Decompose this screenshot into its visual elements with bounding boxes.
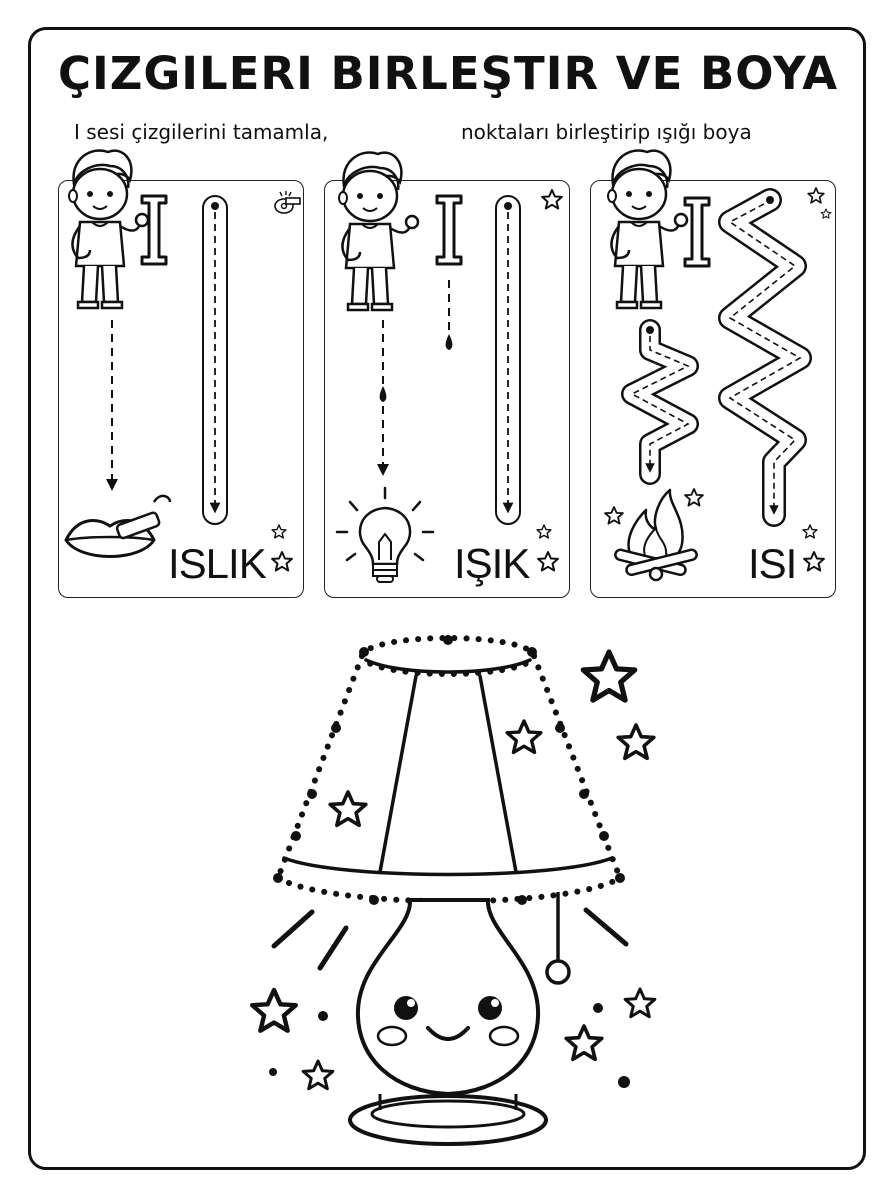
star-icon (820, 208, 832, 219)
star-icon (537, 551, 559, 572)
drop-marker (379, 386, 387, 402)
letter-i-icon (140, 194, 168, 266)
boy-illustration (67, 149, 150, 310)
star-icon (604, 506, 624, 525)
star-icon (541, 189, 563, 210)
star-icon (271, 551, 293, 572)
whistle-icon (274, 191, 301, 214)
page-title: ÇIZGILERI BIRLEŞTIR VE BOYA (57, 47, 839, 100)
star-icon (271, 524, 287, 539)
lamp-dots (273, 635, 625, 911)
lamp-sparkle-dots (269, 1003, 630, 1088)
instruction-trace: I sesi çizgilerini tamamla, (74, 120, 329, 144)
trace-card-islik (58, 180, 304, 598)
worksheet-frame (28, 27, 866, 1170)
trace-card-isik (324, 180, 570, 598)
lamp-face (376, 996, 520, 1047)
lamp-dotted-outline (275, 635, 623, 905)
lips-whistle-picture (64, 494, 172, 558)
drop-marker (445, 334, 453, 350)
instruction-connect-dots: noktaları birleştirip ışığı boya (461, 120, 752, 144)
light-rays (271, 907, 629, 971)
trace-track-straight-1 (202, 195, 228, 525)
star-icon (802, 524, 818, 539)
star-icon (536, 524, 552, 539)
lamp-pull-chain (545, 892, 571, 985)
boy-illustration (606, 149, 689, 310)
trace-card-isi (590, 180, 836, 598)
lamp-base (348, 898, 548, 1146)
campfire-picture (614, 488, 698, 582)
boy-pointing-illustration (337, 151, 420, 312)
letter-i-icon (683, 196, 711, 268)
letter-i-icon (435, 194, 463, 266)
star-icon (807, 187, 825, 204)
word-isi: ISI (748, 540, 796, 587)
trace-track-zigzag-small (621, 319, 699, 485)
trace-track-zigzag-large (718, 188, 812, 527)
star-icon (684, 488, 704, 507)
star-icon (803, 551, 825, 572)
lamp-shade-lines (282, 658, 614, 877)
light-bulb-picture (335, 486, 435, 583)
word-isik: IŞIK (454, 540, 530, 587)
word-islik: ISLIK (168, 540, 267, 587)
trace-track-straight-2 (495, 195, 521, 525)
